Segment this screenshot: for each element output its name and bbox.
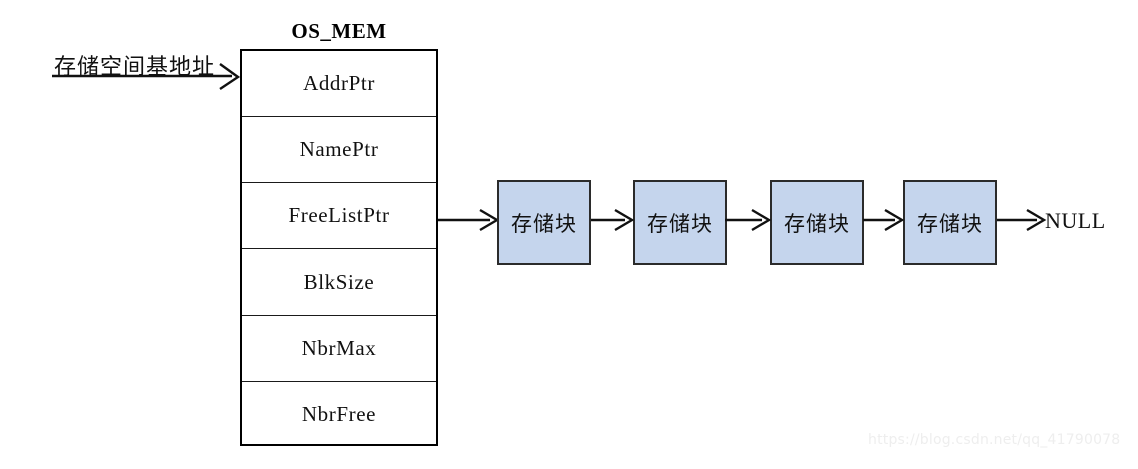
memory-block-4: 存储块 (903, 180, 997, 265)
struct-field-freelistptr: FreeListPtr (242, 183, 436, 250)
memory-block-label: 存储块 (784, 211, 850, 236)
struct-field-nameptr: NamePtr (242, 117, 436, 184)
memory-block-3: 存储块 (770, 180, 864, 265)
edge-block-4-to-null (997, 208, 1047, 232)
struct-field-label: AddrPtr (303, 71, 375, 96)
edge-block-1-to-block-2 (591, 208, 635, 232)
memory-block-2: 存储块 (633, 180, 727, 265)
edge-freelistptr-to-block-1 (438, 208, 500, 232)
memory-block-label: 存储块 (917, 211, 983, 236)
struct-field-blksize: BlkSize (242, 249, 436, 316)
os-mem-struct-table: AddrPtr NamePtr FreeListPtr BlkSize NbrM… (240, 49, 438, 446)
struct-field-addrptr: AddrPtr (242, 51, 436, 118)
struct-field-label: NamePtr (299, 137, 379, 162)
memory-block-1: 存储块 (497, 180, 591, 265)
struct-field-nbrmax: NbrMax (242, 316, 436, 382)
struct-field-label: FreeListPtr (288, 203, 390, 228)
base-address-arrow-icon (52, 63, 241, 90)
page-title: OS_MEM (291, 19, 387, 43)
struct-field-label: NbrMax (301, 335, 377, 360)
struct-field-label: BlkSize (303, 269, 375, 294)
edge-block-3-to-block-4 (863, 208, 905, 232)
struct-field-label: NbrFree (301, 402, 377, 427)
struct-field-nbrfree: NbrFree (242, 382, 436, 448)
memory-block-label: 存储块 (647, 211, 713, 236)
memory-block-label: 存储块 (511, 211, 577, 236)
null-terminator-label: NULL (1045, 208, 1106, 233)
edge-block-2-to-block-3 (725, 208, 772, 232)
watermark: https://blog.csdn.net/qq_41790078 (868, 432, 1121, 448)
